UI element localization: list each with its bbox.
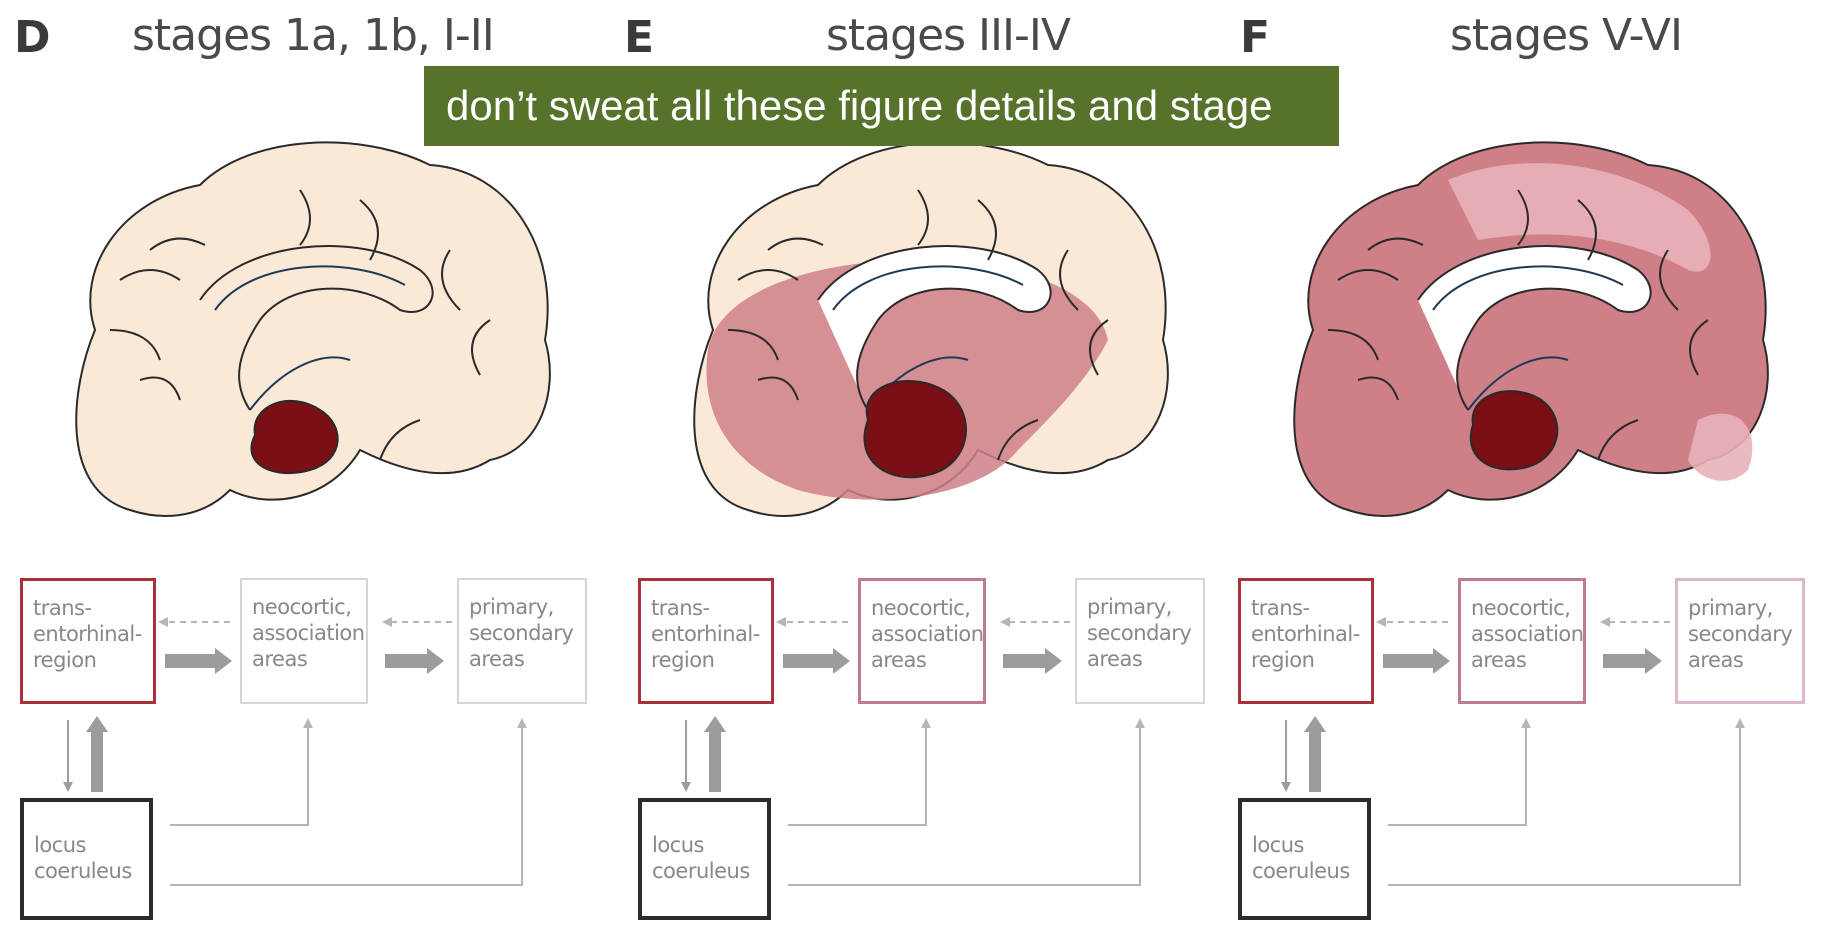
box-line: secondary xyxy=(1688,621,1802,647)
panel-title: stages III-IV xyxy=(826,10,1070,61)
box-line: locus xyxy=(1252,832,1367,858)
neocortic-box: neocortic, association areas xyxy=(240,578,368,704)
box-line: entorhinal- xyxy=(33,621,153,647)
box-line: locus xyxy=(652,832,767,858)
box-line: trans- xyxy=(651,595,771,621)
panel-title: stages 1a, 1b, I-II xyxy=(132,10,494,61)
box-line: coeruleus xyxy=(652,858,767,884)
neocortic-box: neocortic, association areas xyxy=(1458,578,1586,704)
box-line: areas xyxy=(1087,646,1203,672)
flow-diagram: trans- entorhinal- region neocortic, ass… xyxy=(1218,560,1827,926)
locus-coeruleus-box: locus coeruleus xyxy=(1238,798,1371,920)
box-line: areas xyxy=(1471,647,1583,673)
panel-title: stages V-VI xyxy=(1450,10,1682,61)
box-line: primary, xyxy=(1087,594,1203,620)
panel-letter: E xyxy=(624,12,654,63)
flow-diagram: trans- entorhinal- region neocortic, ass… xyxy=(618,560,1227,926)
box-line: region xyxy=(1251,647,1371,673)
box-line: association xyxy=(871,621,983,647)
box-line: region xyxy=(33,647,153,673)
box-line: neocortic, xyxy=(1471,595,1583,621)
transentorhinal-box: trans- entorhinal- region xyxy=(20,578,156,704)
flow-diagram: trans- entorhinal- region neocortic, ass… xyxy=(0,560,609,926)
panel-letter: D xyxy=(14,12,51,63)
box-line: areas xyxy=(1688,647,1802,673)
box-line: association xyxy=(252,620,366,646)
box-line: primary, xyxy=(469,594,585,620)
box-line: region xyxy=(651,647,771,673)
transentorhinal-box: trans- entorhinal- region xyxy=(638,578,774,704)
primary-box: primary, secondary areas xyxy=(1075,578,1205,704)
box-line: association xyxy=(1471,621,1583,647)
locus-coeruleus-box: locus coeruleus xyxy=(638,798,771,920)
box-line: trans- xyxy=(1251,595,1371,621)
transentorhinal-box: trans- entorhinal- region xyxy=(1238,578,1374,704)
box-line: coeruleus xyxy=(1252,858,1367,884)
box-line: areas xyxy=(252,646,366,672)
medial-brain-illustration xyxy=(1218,120,1827,540)
box-line: secondary xyxy=(1087,620,1203,646)
box-line: secondary xyxy=(469,620,585,646)
primary-box: primary, secondary areas xyxy=(1675,578,1805,704)
box-line: entorhinal- xyxy=(651,621,771,647)
medial-brain-illustration xyxy=(0,120,609,540)
box-line: neocortic, xyxy=(871,595,983,621)
box-line: coeruleus xyxy=(34,858,149,884)
panel-letter: F xyxy=(1240,12,1270,63)
box-line: areas xyxy=(469,646,585,672)
neocortic-box: neocortic, association areas xyxy=(858,578,986,704)
primary-box: primary, secondary areas xyxy=(457,578,587,704)
box-line: primary, xyxy=(1688,595,1802,621)
medial-brain-illustration xyxy=(618,120,1227,540)
locus-coeruleus-box: locus coeruleus xyxy=(20,798,153,920)
box-line: areas xyxy=(871,647,983,673)
box-line: entorhinal- xyxy=(1251,621,1371,647)
box-line: trans- xyxy=(33,595,153,621)
box-line: neocortic, xyxy=(252,594,366,620)
box-line: locus xyxy=(34,832,149,858)
caption-banner: don’t sweat all these figure details and… xyxy=(424,66,1339,146)
